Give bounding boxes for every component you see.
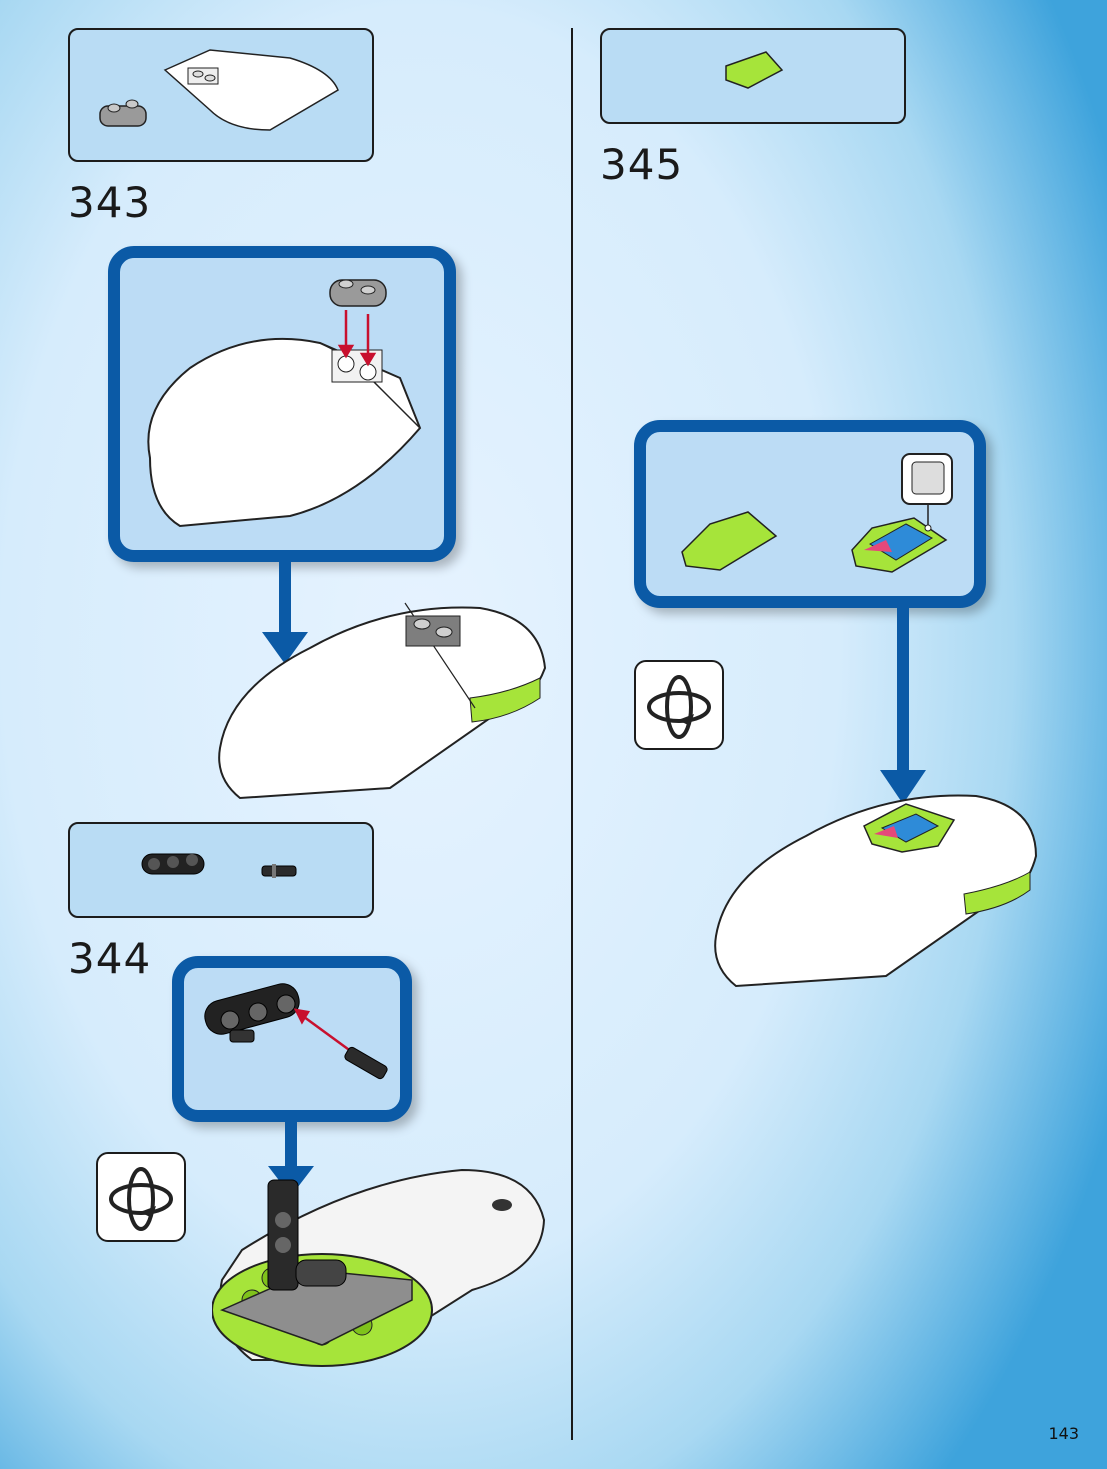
step-number-345: 345 <box>600 140 683 189</box>
parts-list-345 <box>600 28 906 124</box>
dome-assembly-345 <box>706 786 1040 996</box>
dome-assembly-343 <box>210 598 550 808</box>
grey-plate-part <box>100 100 146 126</box>
callout-345-illustration <box>646 432 974 596</box>
underside-assembly-344 <box>212 1160 558 1370</box>
black-beam-part <box>142 854 204 874</box>
parts-343-illustration <box>70 30 372 160</box>
column-divider <box>571 28 573 1440</box>
parts-345-illustration <box>602 30 904 122</box>
callout-344 <box>172 956 412 1122</box>
step-number-344: 344 <box>68 934 151 983</box>
down-arrow-icon <box>878 608 928 806</box>
pin-part <box>262 864 296 878</box>
callout-343-illustration <box>120 258 444 550</box>
page-number: 143 <box>1048 1424 1079 1443</box>
callout-343 <box>108 246 456 562</box>
step-number-343: 343 <box>68 178 151 227</box>
callout-345 <box>634 420 986 608</box>
parts-list-344 <box>68 822 374 918</box>
parts-list-343 <box>68 28 374 162</box>
callout-344-illustration <box>184 968 400 1110</box>
insert-arrow-icon <box>296 1010 352 1052</box>
parts-344-illustration <box>70 824 372 916</box>
rotate-model-icon <box>96 1152 186 1242</box>
lime-tile-part <box>726 52 782 88</box>
rotate-model-icon <box>634 660 724 750</box>
